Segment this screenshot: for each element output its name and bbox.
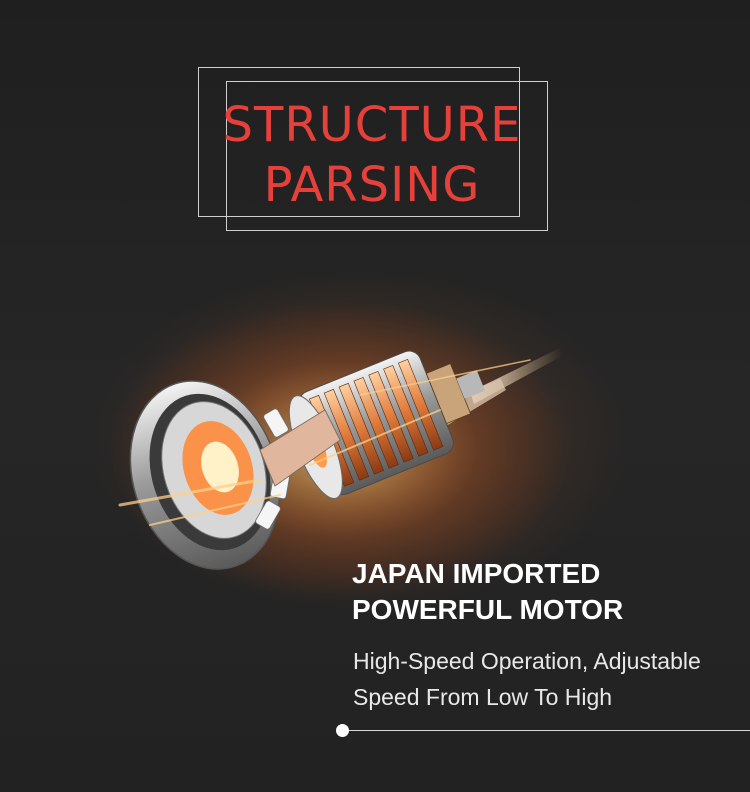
title-frame-back (198, 67, 520, 217)
title-frame-front (226, 81, 548, 231)
feature-heading-line1: JAPAN IMPORTED (352, 558, 601, 589)
divider-line (342, 730, 750, 731)
section-title-line1: STRUCTURE (222, 97, 522, 153)
feature-description-line1: High-Speed Operation, Adjustable (353, 648, 701, 674)
feature-description-line2: Speed From Low To High (353, 684, 613, 710)
divider-dot (336, 724, 349, 737)
section-title-line2: PARSING (263, 157, 481, 213)
motor-armature-icon (110, 300, 570, 600)
feature-heading-line2: POWERFUL MOTOR (352, 594, 624, 625)
